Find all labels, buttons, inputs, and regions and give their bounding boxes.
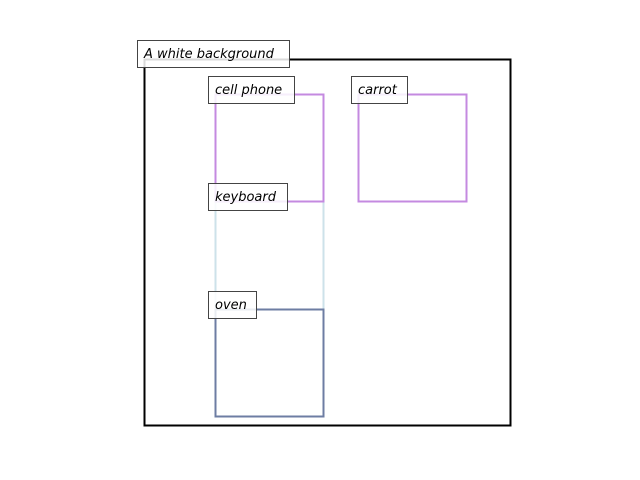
carrot-label: carrot bbox=[351, 76, 408, 104]
scene-caption-text: A white background bbox=[143, 47, 275, 62]
cell-phone-label: cell phone bbox=[208, 76, 295, 104]
scene-frame bbox=[143, 58, 512, 427]
carrot-label-text: carrot bbox=[358, 83, 398, 98]
keyboard-label: keyboard bbox=[208, 183, 288, 211]
oven-label-text: oven bbox=[215, 298, 247, 313]
cell-phone-label-text: cell phone bbox=[215, 83, 282, 98]
oven-box bbox=[214, 308, 325, 418]
carrot-box bbox=[357, 93, 468, 203]
scene-caption-label: A white background bbox=[137, 40, 290, 68]
keyboard-label-text: keyboard bbox=[215, 190, 277, 205]
oven-label: oven bbox=[208, 291, 257, 319]
